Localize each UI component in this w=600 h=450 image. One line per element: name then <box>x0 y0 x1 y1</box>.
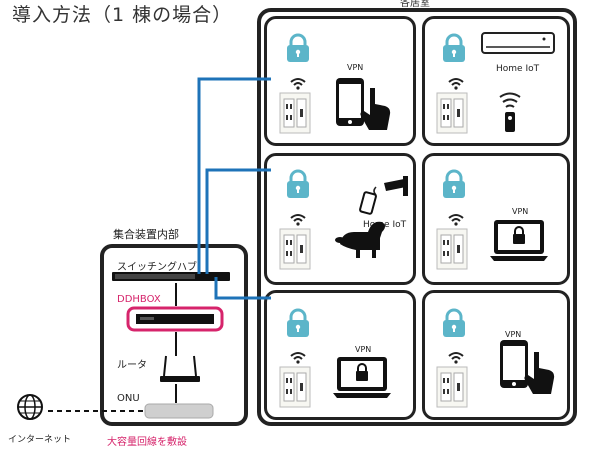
wifi-icon <box>448 78 464 91</box>
router-label: ルータ <box>117 360 147 371</box>
room-5-device-label: VPN <box>355 345 372 354</box>
lan-cables <box>197 77 271 300</box>
laptop-icon <box>489 219 549 262</box>
lock-icon <box>285 33 311 64</box>
apartment-building <box>257 8 577 426</box>
room-2-device-label: Home IoT <box>496 64 540 74</box>
room-4-device-label: VPN <box>512 207 529 216</box>
onu-device-icon <box>144 403 214 419</box>
ddhbox-device-icon <box>136 314 214 324</box>
remote-control-icon <box>505 112 515 132</box>
building-label: 各居室 <box>400 0 430 9</box>
lock-icon <box>441 308 467 339</box>
smartphone-icon <box>500 340 528 388</box>
camera-icon <box>373 176 408 196</box>
cable-to-room-5 <box>214 277 271 300</box>
cable-to-room-3 <box>205 168 271 274</box>
router-icon <box>160 355 200 382</box>
power-outlet-icon <box>436 92 468 134</box>
air-conditioner-icon <box>481 32 555 54</box>
wifi-icon <box>290 78 306 91</box>
onu-label: ONU <box>117 393 140 404</box>
lock-icon <box>441 33 467 64</box>
switching-hub-icon <box>112 272 230 281</box>
wifi-icon <box>448 352 464 365</box>
power-outlet-icon <box>279 92 311 134</box>
internet-label: インターネット <box>8 435 72 445</box>
hand-icon <box>524 352 555 394</box>
power-outlet-icon <box>279 366 311 408</box>
smartphone-icon <box>336 78 364 126</box>
remote-signal-icon <box>499 92 521 108</box>
wifi-icon <box>448 214 464 227</box>
cabinet <box>100 244 248 426</box>
room-6-device-label: VPN <box>505 330 522 339</box>
hand-icon <box>360 88 391 130</box>
wifi-icon <box>290 352 306 365</box>
wifi-icon <box>290 214 306 227</box>
lock-icon <box>285 308 311 339</box>
power-outlet-icon <box>436 228 468 270</box>
power-outlet-icon <box>279 228 311 270</box>
lock-icon <box>285 169 311 200</box>
cabinet-label: 集合装置内部 <box>113 228 179 241</box>
laptop-icon <box>332 356 392 399</box>
dog-icon <box>335 221 385 258</box>
room-1-device-label: VPN <box>347 63 364 72</box>
globe-icon <box>17 394 43 420</box>
page-title: 導入方法（1 棟の場合） <box>12 4 233 26</box>
cable-label: 大容量回線を敷設 <box>107 437 187 448</box>
small-phone-icon <box>359 191 377 215</box>
ddhbox-label: DDHBOX <box>117 294 161 305</box>
power-outlet-icon <box>436 366 468 408</box>
cable-to-room-1 <box>197 77 271 274</box>
lock-icon <box>441 169 467 200</box>
switch-label: スイッチングハブ <box>117 262 197 273</box>
